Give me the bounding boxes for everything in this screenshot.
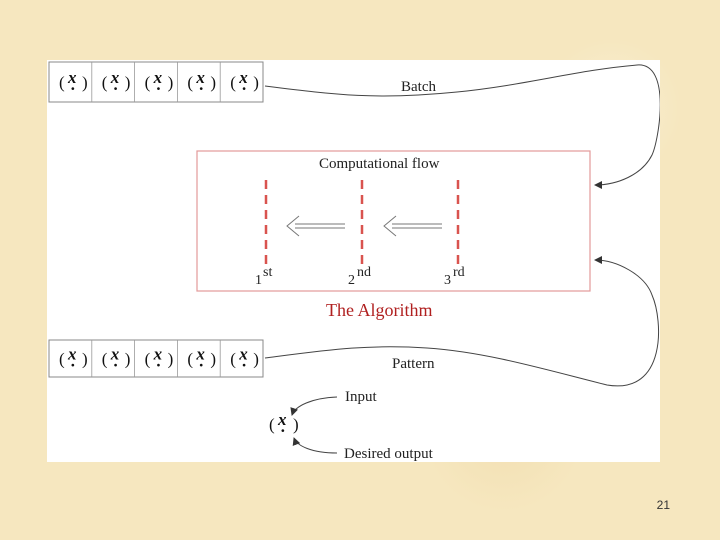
batch-pair-dot: ·: [70, 79, 76, 98]
input-label: Input: [345, 389, 377, 405]
pattern-pair-x: x: [153, 345, 163, 364]
pattern-pair-open: (: [145, 350, 151, 369]
batch-connector-arrow: [264, 64, 660, 189]
pattern-cell: (x·): [219, 340, 259, 377]
pattern-pair-x: x: [238, 345, 248, 364]
flow-arrow-2-to-1: [286, 215, 345, 237]
pattern-pair-dot: ·: [241, 356, 247, 375]
batch-cell: (x·): [176, 62, 216, 102]
batch-pair-x: x: [238, 68, 248, 87]
pattern-row-border: [48, 339, 264, 378]
stage-2-number: 2: [348, 273, 355, 288]
pattern-cell: (x·): [134, 340, 174, 377]
batch-row: (x·)(x·)(x·)(x·)(x·): [48, 61, 264, 103]
batch-pair-dot: ·: [241, 79, 247, 98]
batch-pair-dot: ·: [198, 79, 204, 98]
algorithm-title: The Algorithm: [326, 300, 433, 320]
stage-3-suffix: rd: [453, 265, 465, 280]
batch-cell: (x·): [91, 62, 131, 102]
batch-pair-dot: ·: [156, 79, 162, 98]
batch-pair-x: x: [110, 68, 120, 87]
legend-pair-x: x: [277, 410, 287, 429]
pattern-pair-open: (: [187, 350, 193, 369]
batch-cell: (x·): [219, 62, 259, 102]
pattern-pair-close: ): [125, 350, 131, 369]
diagram-panel: (x·)(x·)(x·)(x·)(x·) Batch Computational…: [47, 60, 660, 462]
batch-pair-x: x: [195, 68, 205, 87]
stage-3-number: 3: [444, 273, 451, 288]
pattern-pair-close: ): [253, 350, 259, 369]
diagram-svg: (x·)(x·)(x·)(x·)(x·) Batch Computational…: [48, 61, 660, 462]
pattern-cell: (x·): [176, 340, 216, 377]
stage-1-suffix: st: [263, 265, 272, 280]
pattern-pair-dot: ·: [70, 356, 76, 375]
legend-pair-dot: ·: [280, 421, 286, 440]
pattern-pair-open: (: [230, 350, 236, 369]
pattern-pair-dot: ·: [113, 356, 119, 375]
batch-pair-open: (: [102, 73, 108, 92]
batch-pair-close: ): [168, 73, 174, 92]
pattern-pair-open: (: [102, 350, 108, 369]
batch-pair-open: (: [230, 73, 236, 92]
stage-2-suffix: nd: [357, 265, 371, 280]
batch-pair-x: x: [67, 68, 77, 87]
legend-pair: ( x · ): [269, 410, 299, 440]
pattern-pair-dot: ·: [198, 356, 204, 375]
batch-row-border: [48, 61, 264, 103]
pattern-pair-dot: ·: [156, 356, 162, 375]
pattern-connector-arrow: [264, 256, 660, 387]
batch-pair-x: x: [153, 68, 163, 87]
desired-output-arrow: [292, 437, 338, 454]
batch-pair-open: (: [187, 73, 193, 92]
pattern-pair-close: ): [210, 350, 216, 369]
stage-1-number: 1: [255, 273, 262, 288]
pattern-row: (x·)(x·)(x·)(x·)(x·): [48, 339, 264, 378]
batch-cell: (x·): [134, 62, 174, 102]
pattern-pair-x: x: [110, 345, 120, 364]
batch-pair-close: ): [210, 73, 216, 92]
batch-pair-close: ): [82, 73, 88, 92]
pattern-pair-open: (: [59, 350, 65, 369]
pattern-pair-close: ): [82, 350, 88, 369]
pattern-pair-x: x: [67, 345, 77, 364]
pattern-pair-close: ): [168, 350, 174, 369]
desired-output-label: Desired output: [344, 446, 434, 462]
pattern-cell: (x·): [91, 340, 131, 377]
batch-label: Batch: [401, 79, 436, 95]
slide-page-number: 21: [656, 498, 670, 512]
batch-cell: (x·): [59, 68, 88, 98]
batch-pair-open: (: [145, 73, 151, 92]
batch-pair-close: ): [253, 73, 259, 92]
computational-flow-box: Computational flow 1 st 2 nd 3 rd: [196, 150, 591, 292]
flow-arrow-3-to-2: [383, 215, 442, 237]
batch-pair-dot: ·: [113, 79, 119, 98]
computational-flow-title: Computational flow: [319, 156, 440, 172]
batch-pair-open: (: [59, 73, 65, 92]
pattern-pair-x: x: [195, 345, 205, 364]
legend-pair-open: (: [269, 415, 275, 434]
pattern-label: Pattern: [392, 356, 435, 372]
input-arrow: [290, 396, 338, 416]
legend-pair-close: ): [293, 415, 299, 434]
batch-pair-close: ): [125, 73, 131, 92]
pattern-cell: (x·): [59, 345, 88, 375]
computational-flow-border: [196, 150, 591, 292]
